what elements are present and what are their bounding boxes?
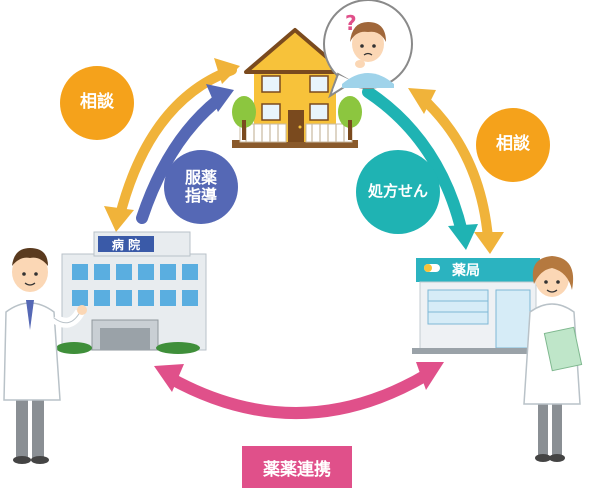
consult-left-arrow [104,58,240,232]
consult-right-label: 相談 [476,108,550,182]
pharmacy-building [412,258,544,354]
hospital-sign: 病 院 [98,236,154,252]
consult-right-arrow [408,88,504,254]
pharmacist-figure [523,256,583,462]
consult-left-label: 相談 [60,66,134,140]
doctor-figure [3,248,87,464]
guidance-arrow [136,84,234,224]
collaboration-arrow [154,362,444,419]
capsule-icon [424,264,440,272]
medication-guidance-label: 服薬 指導 [164,150,238,224]
question-mark-icon: ? [345,11,357,35]
pharmacy-sign: 薬局 [452,263,480,279]
patient-thought-bubble [323,0,413,99]
collaboration-banner: 薬薬連携 [242,446,352,488]
prescription-label: 処方せん [356,150,440,234]
medication-guidance-line-2: 指導 [184,186,217,205]
prescription-arrow [362,86,478,250]
medication-guidance-line-1: 服薬 [184,167,217,187]
house [232,28,362,148]
